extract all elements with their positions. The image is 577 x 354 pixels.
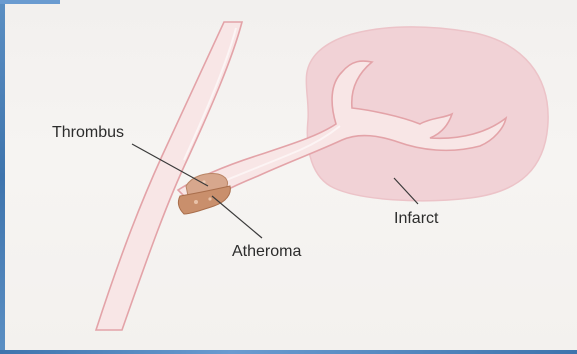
atheroma-leader-line — [212, 196, 262, 238]
plaque-speck — [194, 200, 198, 204]
infarct-label: Infarct — [394, 211, 438, 227]
plaque-speck — [208, 197, 211, 200]
atheroma-label: Atheroma — [232, 244, 301, 260]
thrombus-label: Thrombus — [52, 125, 124, 141]
